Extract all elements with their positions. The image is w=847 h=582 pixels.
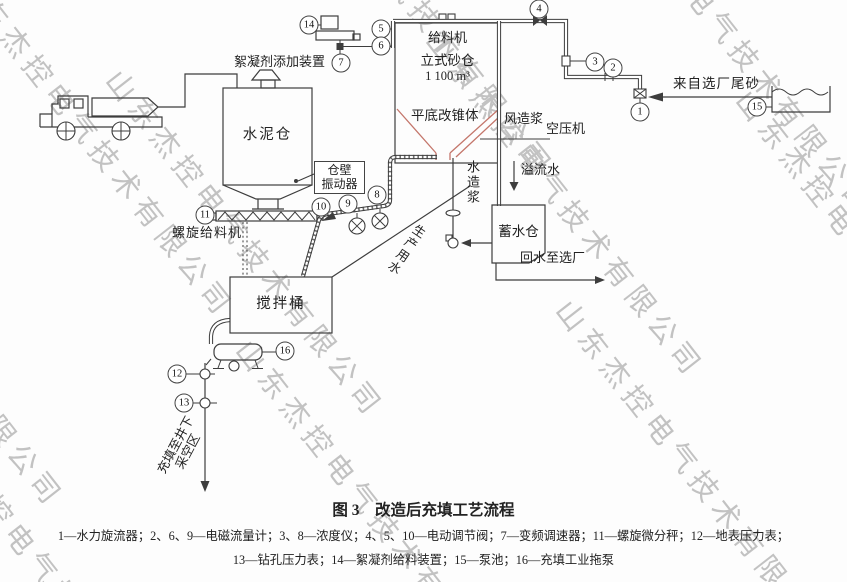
cement-silo-label: 水泥仓 bbox=[242, 127, 293, 143]
mixing-tank bbox=[229, 276, 333, 334]
marker-8: 8 bbox=[367, 185, 387, 205]
marker-10: 10 bbox=[311, 197, 331, 217]
water-flow-arrow bbox=[461, 239, 471, 247]
legend-line-2: 13—钻孔压力表；14—絮凝剂给料装置；15—泵池；16—充填工业拖泵 bbox=[232, 553, 615, 567]
marker-12: 12 bbox=[167, 364, 187, 384]
marker-6: 6 bbox=[371, 36, 391, 56]
return-water-label: 回水至选厂 bbox=[520, 250, 586, 265]
marker-11: 11 bbox=[195, 205, 215, 225]
production-water-line bbox=[331, 185, 471, 278]
marker-2: 2 bbox=[603, 58, 623, 78]
density-meter-3-sensor bbox=[561, 55, 571, 67]
marker-15: 15 bbox=[747, 97, 767, 117]
marker-7: 7 bbox=[331, 53, 351, 73]
marker-9: 9 bbox=[338, 194, 358, 214]
marker-4: 4 bbox=[529, 0, 549, 19]
cement-silo bbox=[222, 69, 315, 210]
legend-line-1: 1—水力旋流器；2、6、9—电磁流量计；3、8—浓度仪；4、5、10—电动调节阀… bbox=[57, 529, 790, 543]
sand-silo-name: 立式砂仓 bbox=[420, 53, 475, 68]
wall-vibrator-line1: 仓壁 bbox=[327, 162, 352, 177]
marker-3: 3 bbox=[585, 52, 605, 72]
slurry-flow-arrow bbox=[322, 212, 336, 221]
air-slurry-label: 风造浆 bbox=[504, 111, 544, 126]
water-slurry-label: 水造浆 bbox=[464, 160, 480, 205]
marker-14: 14 bbox=[299, 15, 319, 35]
flat-bottom-cone-label: 平底改锥体 bbox=[411, 108, 479, 123]
filling-pump bbox=[186, 343, 276, 492]
pipes bbox=[208, 18, 643, 344]
feeder-label: 给料机 bbox=[428, 30, 468, 45]
sand-silo-label: 立式砂仓 1 100 m³ bbox=[395, 53, 500, 83]
flocculant-device-label: 絮凝剂添加装置 bbox=[234, 54, 326, 69]
mixing-tank-label: 搅拌桶 bbox=[256, 296, 306, 312]
wall-vibrator-label: 仓壁 振动器 bbox=[314, 161, 365, 194]
pump-pool bbox=[766, 86, 831, 113]
gauge-12-symbol bbox=[199, 368, 211, 380]
return-water-arrow bbox=[595, 276, 605, 284]
fill-arrow bbox=[200, 481, 210, 492]
tailings-source-label: 来自选厂尾砂 bbox=[673, 76, 760, 91]
discharge-instruments bbox=[348, 209, 389, 235]
return-water-line bbox=[495, 263, 596, 281]
water-storage-tank bbox=[491, 161, 605, 284]
cement-feed-line bbox=[158, 73, 238, 108]
figure-caption: 图 3 改造后充填工艺流程 bbox=[332, 502, 515, 519]
air-compressor-label: 空压机 bbox=[546, 121, 586, 136]
water-pump-symbol bbox=[447, 237, 459, 249]
orifice-symbol bbox=[445, 209, 461, 217]
water-slurry-line bbox=[445, 158, 492, 249]
wall-vibrator-line2: 振动器 bbox=[321, 176, 358, 191]
cement-dosing-line bbox=[242, 222, 248, 277]
tailings-flow-arrow bbox=[648, 92, 663, 102]
vibrator-leader-line bbox=[297, 173, 315, 182]
marker-13: 13 bbox=[174, 393, 194, 413]
cement-truck bbox=[39, 73, 238, 141]
sand-silo-volume: 1 100 m³ bbox=[425, 68, 470, 83]
water-surface bbox=[771, 88, 829, 96]
water-storage-label: 蓄水仓 bbox=[498, 224, 539, 239]
pump-wheel bbox=[228, 360, 240, 372]
marker-16: 16 bbox=[275, 341, 295, 361]
marker-1: 1 bbox=[630, 102, 650, 122]
overflow-arrow bbox=[509, 182, 519, 191]
screw-feeder-label: 螺旋给料机 bbox=[172, 225, 243, 240]
overflow-water-label: 溢流水 bbox=[521, 162, 561, 177]
